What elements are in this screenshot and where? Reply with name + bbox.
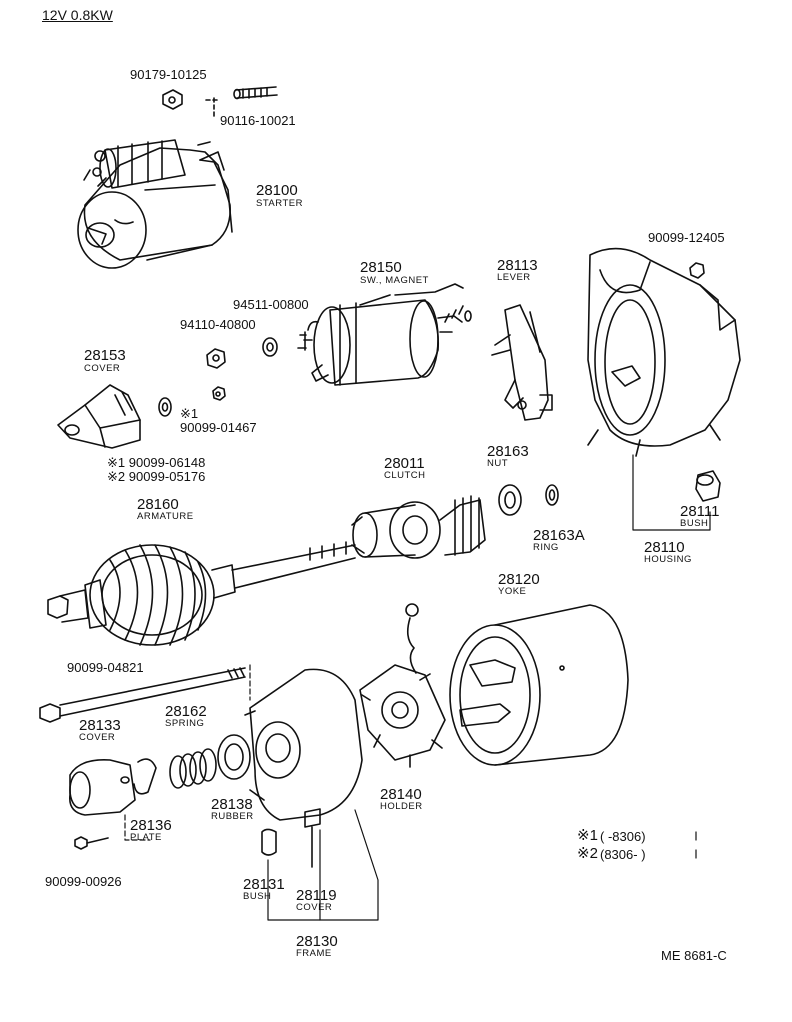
legend-mark-1: ※1 xyxy=(577,827,598,844)
part-number-28111: 28111 xyxy=(680,503,720,520)
part-number-90099-05176: ※2 90099-05176 xyxy=(107,469,206,484)
mark-1-small: ※1 xyxy=(180,406,199,421)
through-bolt-drawing xyxy=(39,664,251,723)
part-name-bush-28131: BUSH xyxy=(243,891,272,902)
part-name-cover-28133: COVER xyxy=(79,732,116,743)
part-number-28011: 28011 xyxy=(384,455,425,472)
part-name-starter: STARTER xyxy=(256,198,303,209)
part-number-28160: 28160 xyxy=(137,496,179,513)
part-name-lever: LEVER xyxy=(497,272,531,283)
cover-28133-drawing xyxy=(68,758,157,850)
holder-28140-drawing xyxy=(359,603,446,768)
part-name-yoke: YOKE xyxy=(498,586,527,597)
part-name-cover-28119: COVER xyxy=(296,902,333,913)
part-name-rubber: RUBBER xyxy=(211,811,254,822)
part-number-90099-04821: 90099-04821 xyxy=(67,660,144,675)
part-number-28163A: 28163A xyxy=(533,527,585,544)
part-number-28162: 28162 xyxy=(165,703,207,720)
part-name-plate: PLATE xyxy=(130,832,162,843)
spring-rubber-drawing xyxy=(169,734,251,789)
part-number-94110-40800: 94110-40800 xyxy=(180,317,256,332)
legend-range-2: (8306- ) xyxy=(600,847,646,862)
clutch-28011-drawing xyxy=(351,484,559,559)
part-number-28150: 28150 xyxy=(360,259,402,276)
magnet-switch-drawing xyxy=(297,283,472,386)
legend-mark-2: ※2 xyxy=(577,845,598,862)
yoke-28120-drawing xyxy=(449,604,629,766)
part-number-28133: 28133 xyxy=(79,717,121,734)
part-number-90116-10021: 90116-10021 xyxy=(220,113,296,128)
part-name-housing: HOUSING xyxy=(644,554,692,565)
part-number-90099-06148: ※1 90099-06148 xyxy=(107,455,206,470)
cover-28153-drawing xyxy=(57,384,141,449)
part-number-28130: 28130 xyxy=(296,933,338,950)
part-number-28113: 28113 xyxy=(497,257,538,274)
frame-28130-drawing xyxy=(244,668,379,921)
part-name-cover-28153: COVER xyxy=(84,363,121,374)
part-name-frame: FRAME xyxy=(296,948,332,959)
part-number-28119: 28119 xyxy=(296,887,337,904)
diagram-title: 12V 0.8KW xyxy=(42,7,113,23)
part-name-ring: RING xyxy=(533,542,559,553)
part-number-90099-00926: 90099-00926 xyxy=(45,874,122,889)
lever-28113-drawing xyxy=(491,304,553,421)
part-name-spring: SPRING xyxy=(165,718,205,729)
part-name-sw-magnet: SW., MAGNET xyxy=(360,275,429,286)
part-number-28131: 28131 xyxy=(243,876,285,893)
part-name-bush-28111: BUSH xyxy=(680,518,709,529)
part-number-28136: 28136 xyxy=(130,817,172,834)
diagram-reference-code: ME 8681-C xyxy=(661,948,727,963)
part-name-holder: HOLDER xyxy=(380,801,423,812)
part-number-94511-00800: 94511-00800 xyxy=(233,297,309,312)
armature-28160-drawing xyxy=(47,541,356,646)
part-number-90099-01467: 90099-01467 xyxy=(180,420,257,435)
legend-range-1: ( -8306) xyxy=(600,829,646,844)
part-number-28153: 28153 xyxy=(84,347,126,364)
part-name-armature: ARMATURE xyxy=(137,511,194,522)
part-number-28110: 28110 xyxy=(644,539,685,556)
starter-assembly-drawing xyxy=(77,86,278,269)
part-number-28100: 28100 xyxy=(256,182,298,199)
part-number-90099-12405: 90099-12405 xyxy=(648,230,725,245)
part-number-28120: 28120 xyxy=(498,571,540,588)
part-number-28140: 28140 xyxy=(380,786,422,803)
housing-28110-drawing xyxy=(587,247,741,531)
part-number-90179-10125: 90179-10125 xyxy=(130,67,207,82)
part-number-28138: 28138 xyxy=(211,796,253,813)
part-name-clutch: CLUTCH xyxy=(384,470,426,481)
part-name-nut: NUT xyxy=(487,458,509,469)
small-fasteners-drawing xyxy=(158,337,278,417)
part-number-28163: 28163 xyxy=(487,443,529,460)
